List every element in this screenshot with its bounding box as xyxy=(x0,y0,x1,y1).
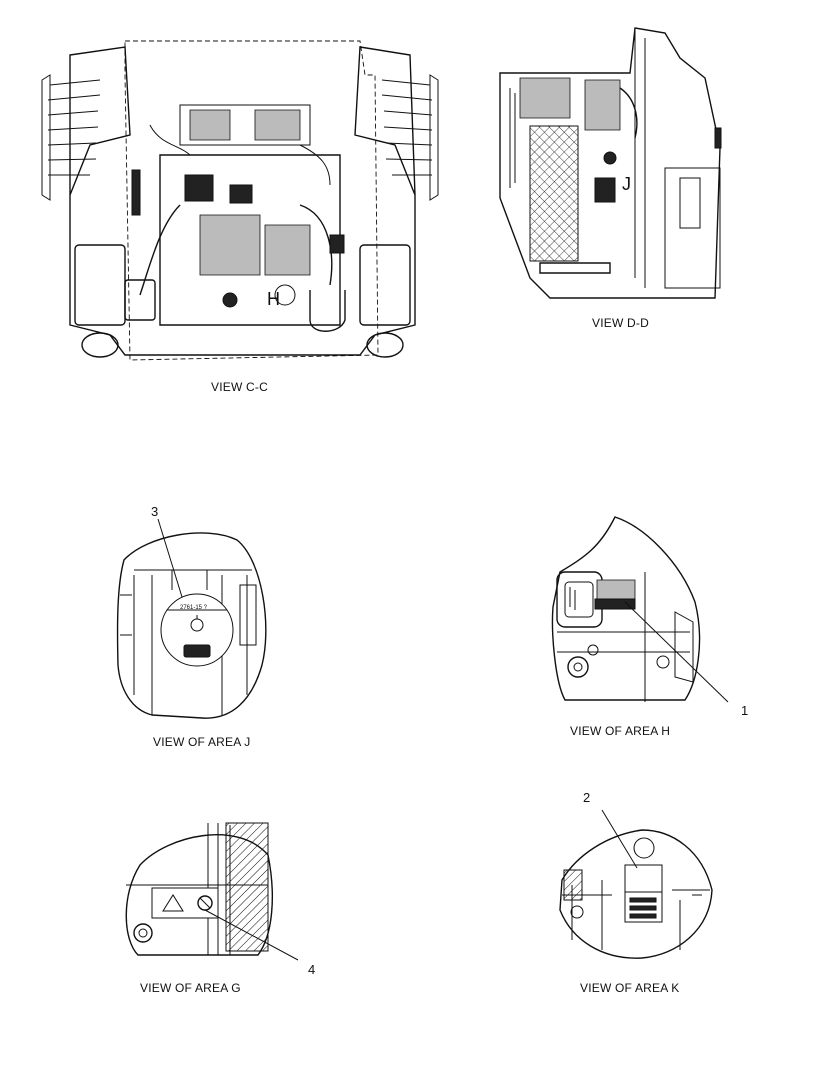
area-j-marker: J xyxy=(622,174,631,194)
view-dd-caption: VIEW D-D xyxy=(592,316,649,330)
view-cc-drawing: H xyxy=(30,35,450,375)
area-k-caption: VIEW OF AREA K xyxy=(580,981,680,995)
view-dd-drawing: J xyxy=(490,18,730,308)
area-h-marker: H xyxy=(267,289,280,309)
area-j-drawing: 2761-15 ? xyxy=(112,515,277,720)
callout-4: 4 xyxy=(308,962,316,977)
callout-1: 1 xyxy=(741,703,749,718)
area-h-drawing xyxy=(545,512,755,712)
callout-2: 2 xyxy=(583,790,591,805)
area-g-drawing xyxy=(118,815,278,965)
area-h-caption: VIEW OF AREA H xyxy=(570,724,671,738)
view-cc-caption: VIEW C-C xyxy=(211,380,268,394)
area-g-caption: VIEW OF AREA G xyxy=(140,981,241,995)
callout-3: 3 xyxy=(151,504,159,519)
area-j-caption: VIEW OF AREA J xyxy=(153,735,251,749)
area-k-drawing xyxy=(552,800,717,962)
area-j-label-text: 2761-15 ? xyxy=(180,605,208,611)
